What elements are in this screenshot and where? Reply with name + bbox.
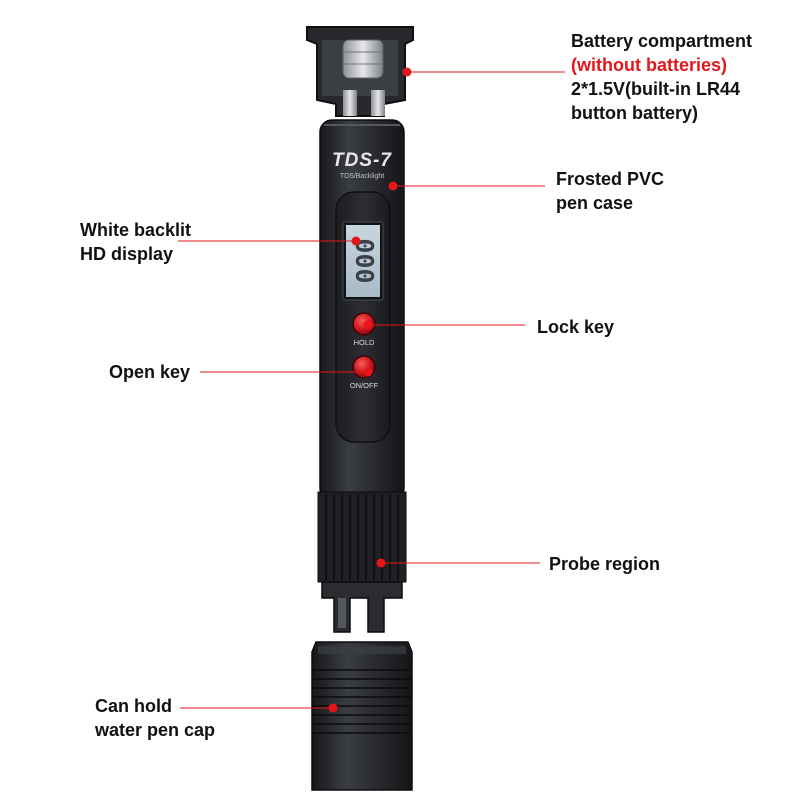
leader-dot-case (388, 181, 398, 191)
pen-body: TDS-7 TDS/Backlight 000 HOLD ON/OFF (319, 119, 405, 501)
label-cap-line1: Can hold (95, 696, 172, 716)
label-probe: Probe region (549, 552, 660, 576)
onoff-button[interactable] (352, 355, 376, 379)
battery-compartment (306, 26, 414, 117)
label-battery-line3: 2*1.5V(built-in LR44 (571, 79, 741, 99)
label-display: White backlit HD display (80, 218, 191, 266)
label-probe-line1: Probe region (549, 554, 661, 574)
label-lock: Lock key (537, 315, 614, 339)
label-battery-line2: (without batteries) (571, 55, 727, 75)
hold-label: HOLD (354, 338, 375, 347)
leader-lines (178, 67, 565, 713)
lcd-digits: 000 (350, 238, 379, 283)
leader-dot-battery (402, 67, 412, 77)
model-name: TDS-7 (332, 150, 392, 171)
onoff-label: ON/OFF (350, 381, 379, 390)
leader-dot-probe (376, 558, 386, 568)
label-display-line1: White backlit (80, 220, 192, 240)
pen-cap (311, 641, 413, 791)
model-subtitle: TDS/Backlight (340, 173, 384, 180)
label-display-line2: HD display (80, 244, 174, 264)
leader-dot-cap (328, 703, 338, 713)
leader-dot-lock (363, 320, 373, 330)
label-cap-line2: water pen cap (95, 720, 216, 740)
label-battery-line4: button battery) (571, 103, 698, 123)
probe-region (317, 491, 407, 633)
label-open-line1: Open key (109, 362, 191, 382)
label-case-line1: Frosted PVC (556, 169, 665, 189)
label-battery-line1: Battery compartment (571, 31, 753, 51)
label-lock-line1: Lock key (537, 317, 615, 337)
lcd-screen (346, 225, 380, 297)
label-case: Frosted PVC pen case (556, 167, 664, 215)
leader-dot-open (363, 367, 373, 377)
label-battery: Battery compartment (without batteries) … (571, 29, 752, 125)
leader-dot-display (351, 236, 361, 246)
label-cap: Can hold water pen cap (95, 694, 215, 742)
label-case-line2: pen case (556, 193, 634, 213)
label-open: Open key (109, 360, 190, 384)
